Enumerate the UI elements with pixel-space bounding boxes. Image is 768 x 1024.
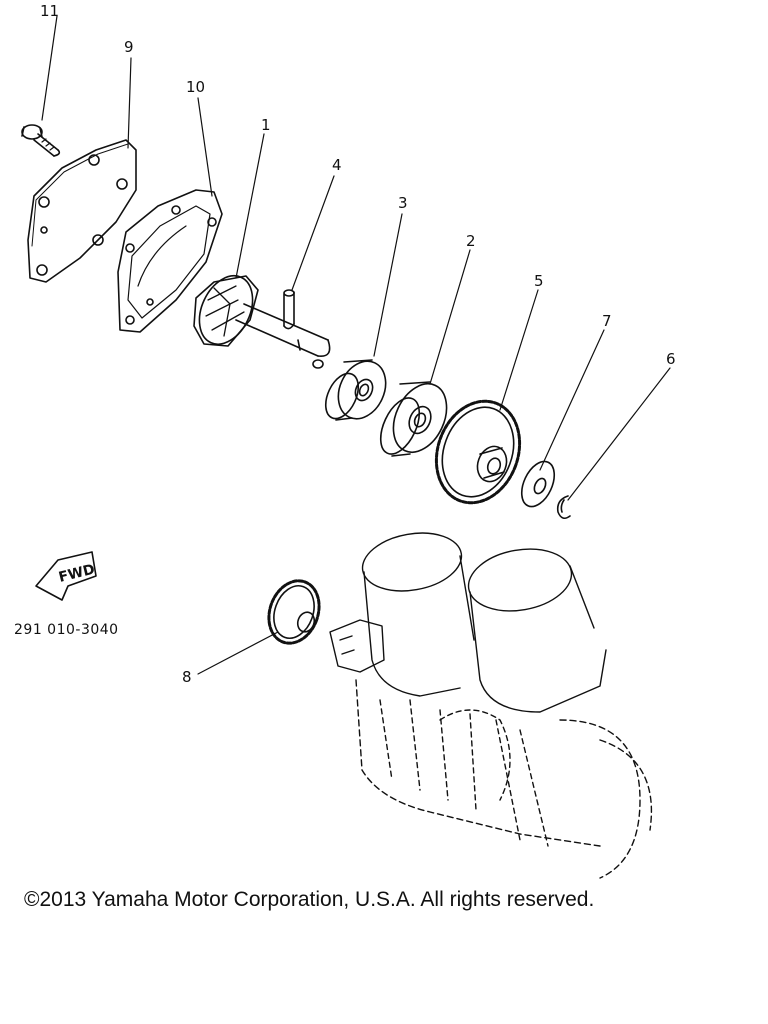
- callout-8: 8: [182, 668, 192, 686]
- exploded-parts-diagram: FWD 11 9 10 1 4 3 2 5 7 6 8 291 010-3040: [14, 2, 676, 879]
- part-2-bearing: [379, 381, 448, 457]
- diagram-part-code: 291 010-3040: [14, 622, 119, 638]
- part-7-washer: [520, 460, 556, 508]
- fwd-arrow-icon: FWD: [35, 551, 97, 601]
- callout-5: 5: [534, 272, 544, 290]
- callout-2: 2: [466, 232, 476, 250]
- callout-7: 7: [602, 312, 612, 330]
- part-11-bolt: [21, 124, 61, 157]
- part-8-drive-gear: [267, 579, 321, 645]
- callout-9: 9: [124, 38, 134, 56]
- engine-crankcase: [329, 532, 653, 879]
- part-9-cover: [27, 139, 137, 283]
- callout-11: 11: [40, 2, 59, 20]
- part-4-pin: [283, 289, 295, 330]
- callout-6: 6: [666, 350, 676, 368]
- part-5-gear: [434, 399, 522, 505]
- callout-1: 1: [261, 116, 271, 134]
- part-3-bearing: [324, 359, 387, 421]
- part-10-gasket: [117, 189, 223, 333]
- callout-4: 4: [332, 156, 342, 174]
- part-6-circlip: [556, 495, 571, 520]
- part-1-impeller-shaft: [193, 275, 331, 369]
- leader-lines: [41, 15, 671, 675]
- callout-3: 3: [398, 194, 408, 212]
- copyright-notice: ©2013 Yamaha Motor Corporation, U.S.A. A…: [24, 888, 595, 911]
- callout-10: 10: [186, 78, 205, 96]
